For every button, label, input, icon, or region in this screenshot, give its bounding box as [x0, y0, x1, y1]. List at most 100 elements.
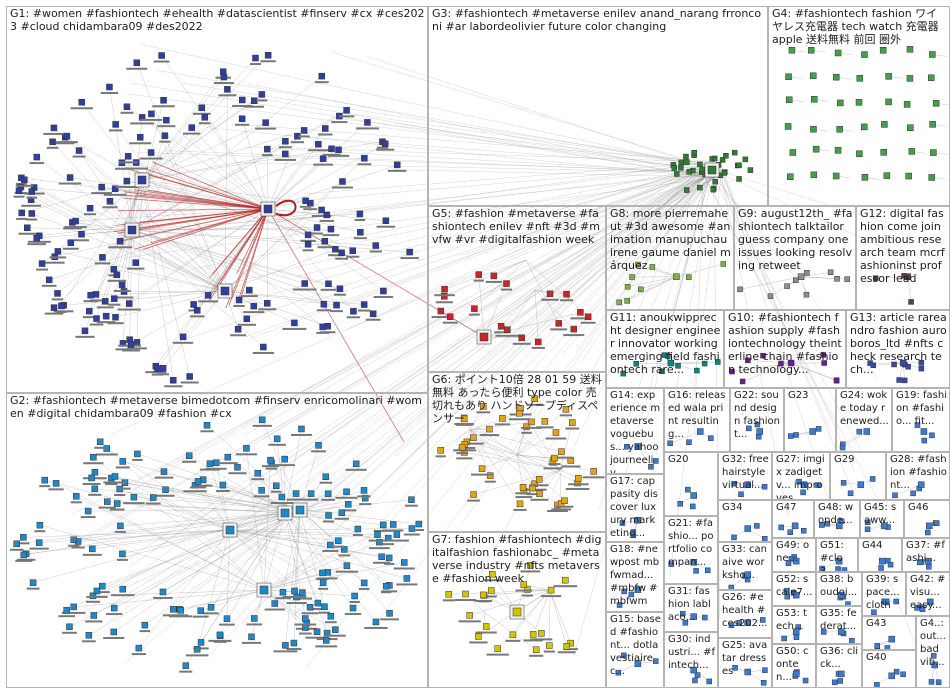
group-panel-g20: G20: [664, 452, 718, 516]
edge: [166, 119, 269, 210]
edge: [516, 565, 531, 613]
square-avatar-icon: [67, 239, 75, 246]
square-avatar-icon: [820, 352, 827, 358]
node-label-mark: [500, 288, 513, 291]
node-label-mark: [264, 608, 285, 611]
square-avatar-icon: [290, 639, 298, 647]
group-label: G30: industri... #fintech...: [668, 634, 715, 671]
edge: [55, 483, 265, 591]
edge: [720, 164, 844, 546]
edge: [316, 164, 720, 521]
edge: [133, 496, 301, 511]
group-panel-g38: G38: boudoi...: [816, 572, 862, 606]
edge: [720, 164, 795, 357]
edge: [506, 166, 711, 252]
square-avatar-icon: [302, 197, 309, 205]
node-label-mark: [274, 464, 295, 467]
group-panel-g32: G32: free hairstyle virtual...: [718, 452, 772, 500]
edge: [224, 167, 710, 551]
node-label-mark: [27, 243, 46, 246]
square-avatar-icon: [807, 46, 815, 54]
square-avatar-icon: [338, 249, 345, 256]
node-label-mark: [282, 327, 307, 330]
square-avatar-icon: [682, 620, 689, 626]
square-avatar-icon: [159, 588, 167, 596]
node-label-mark: [27, 240, 51, 243]
group-label: G40: [866, 652, 887, 663]
edge: [229, 529, 324, 584]
group-panel-g7: G7: fashion #fashiontech #digitalfashion…: [428, 532, 606, 688]
edge: [209, 162, 704, 232]
edge: [296, 147, 715, 163]
square-avatar-icon: [523, 423, 530, 431]
edge: [16, 512, 286, 545]
square-avatar-icon: [754, 421, 761, 428]
square-avatar-icon: [833, 73, 840, 81]
square-avatar-icon: [379, 521, 387, 529]
node-label-mark: [58, 182, 82, 185]
edge: [907, 276, 912, 302]
group-label: G29: [834, 454, 855, 465]
node-label-mark: [479, 434, 500, 437]
edge: [481, 454, 518, 469]
edge: [205, 127, 713, 178]
edge: [96, 512, 286, 592]
edge: [141, 130, 305, 181]
square-avatar-icon: [810, 96, 818, 103]
group-label: G10: #fashiontech fashion supply #fashio…: [728, 311, 842, 376]
square-avatar-icon: [243, 315, 251, 323]
square-avatar-icon: [338, 509, 346, 517]
square-avatar-icon: [177, 607, 184, 614]
square-avatar-icon: [264, 145, 271, 153]
square-avatar-icon: [529, 631, 537, 638]
square-avatar-icon: [267, 456, 274, 464]
node-label-mark: [108, 303, 121, 306]
node-label-mark: [131, 653, 147, 656]
square-avatar-icon: [486, 425, 493, 433]
edge: [149, 165, 715, 234]
edge: [640, 276, 677, 290]
node-label-mark: [127, 347, 147, 350]
edge: [141, 71, 224, 181]
group-panel-g30: G30: industri... #fintech...: [664, 632, 718, 688]
square-avatar-icon: [134, 450, 141, 458]
node-label-mark: [110, 594, 135, 597]
square-avatar-icon: [879, 47, 887, 54]
edge: [78, 150, 133, 231]
edge: [95, 229, 133, 295]
edge: [96, 179, 143, 319]
node-label-mark: [373, 296, 394, 299]
group-label: G34: [722, 502, 743, 513]
square-avatar-icon: [839, 444, 846, 451]
square-avatar-icon: [515, 410, 523, 417]
edge: [229, 485, 277, 531]
square-avatar-icon: [686, 439, 692, 445]
edge: [670, 362, 697, 371]
square-avatar-icon: [252, 54, 259, 62]
edge: [232, 93, 707, 178]
node-label-mark: [434, 294, 455, 297]
node-label-mark: [345, 468, 367, 471]
square-avatar-icon: [686, 169, 692, 175]
edge: [276, 438, 286, 514]
square-avatar-icon: [616, 299, 623, 306]
square-avatar-icon: [837, 678, 843, 684]
square-avatar-icon: [827, 269, 834, 276]
square-avatar-icon: [800, 481, 808, 488]
edge: [126, 93, 705, 170]
square-avatar-icon: [518, 334, 526, 342]
group-label: G21: #fashio... portfolio compan...: [668, 518, 714, 568]
node-label-mark: [485, 280, 502, 283]
edge: [121, 177, 717, 259]
group-label: G27: imgix zadigetv... improves...: [776, 454, 825, 500]
square-avatar-icon: [321, 237, 329, 245]
edge: [229, 529, 382, 558]
edge: [267, 149, 269, 210]
group-panel-g48: G48: wonde...: [814, 500, 860, 538]
group-panel-g37: G37: #fashi...: [902, 538, 950, 572]
edge: [220, 589, 265, 637]
square-avatar-icon: [787, 529, 794, 535]
node-label-mark: [565, 427, 580, 430]
node-label-mark: [56, 310, 67, 313]
square-avatar-icon: [634, 586, 642, 593]
